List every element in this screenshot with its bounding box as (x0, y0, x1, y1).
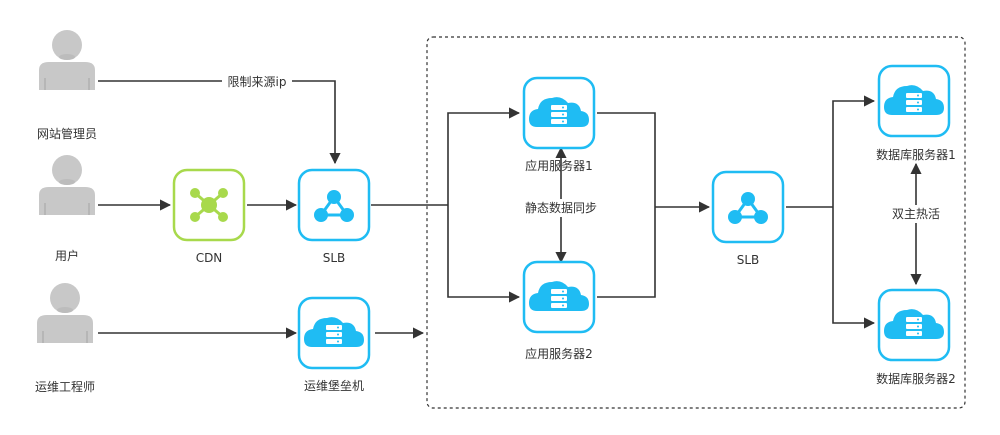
node-db2[interactable]: 数据库服务器2 (876, 288, 956, 386)
node-app2-label: 应用服务器2 (525, 346, 593, 361)
connectors (98, 80, 922, 339)
node-app2[interactable]: 应用服务器2 (522, 260, 596, 361)
node-admin[interactable]: 网站管理员 (37, 29, 97, 141)
node-slb-front[interactable]: SLB (297, 168, 371, 265)
node-slb-back-label: SLB (737, 253, 760, 267)
node-user[interactable]: 用户 (38, 154, 96, 263)
node-bastion-label: 运维堡垒机 (304, 378, 364, 393)
node-bastion[interactable]: 运维堡垒机 (297, 296, 371, 393)
node-db1[interactable]: 数据库服务器1 (876, 64, 956, 162)
edge-admin-to-slb (98, 80, 341, 165)
node-ops-label: 运维工程师 (35, 379, 95, 394)
node-db1-label: 数据库服务器1 (876, 147, 956, 162)
edge-label-admin: 限制来源ip (222, 73, 292, 89)
node-user-label: 用户 (55, 248, 79, 263)
edge-app2-to-slb2 (597, 207, 656, 298)
node-app1-label: 应用服务器1 (525, 158, 593, 173)
edge-label-admin-text: 限制来源ip (228, 75, 287, 89)
node-slb-back[interactable]: SLB (711, 170, 785, 267)
edge-slb2-to-db2 (832, 207, 876, 329)
node-slb-front-label: SLB (323, 251, 346, 265)
edge-slb-to-app1 (447, 107, 521, 205)
edge-app1-to-slb2 (597, 112, 656, 207)
node-app1[interactable]: 应用服务器1 (522, 76, 596, 173)
server-zone-boundary (426, 36, 966, 409)
edge-label-db-text: 双主热活 (892, 207, 940, 221)
edge-slb2-to-db1 (832, 95, 876, 207)
person-icon (38, 29, 96, 91)
edge-label-db: 双主热活 (887, 205, 945, 223)
node-cdn-label: CDN (196, 251, 223, 265)
node-db2-label: 数据库服务器2 (876, 371, 956, 386)
node-ops[interactable]: 运维工程师 (35, 282, 95, 394)
edge-label-sync: 静态数据同步 (518, 199, 604, 217)
person-icon (36, 282, 94, 344)
node-admin-label: 网站管理员 (37, 126, 97, 141)
person-icon (38, 154, 96, 216)
edge-slb-to-app2 (447, 205, 521, 303)
edge-label-sync-text: 静态数据同步 (525, 200, 597, 215)
node-cdn[interactable]: CDN (172, 168, 246, 265)
